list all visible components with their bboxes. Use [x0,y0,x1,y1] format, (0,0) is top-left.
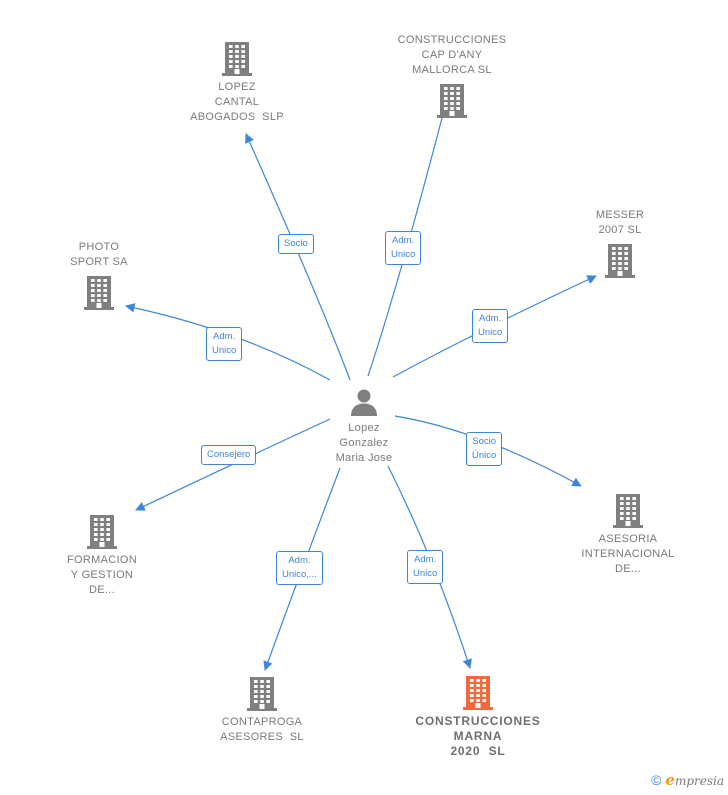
person-name: Lopez Gonzalez Maria Jose [335,422,393,464]
building-icon [463,676,493,710]
building-icon [84,276,114,310]
relation-label-messer: Adm.Unico [472,309,509,343]
relation-label-construcciones-cap-dany: Adm.Unico [385,231,422,265]
building-icon [222,42,252,76]
relation-label-formacion-gestion: Consejero [201,445,257,465]
building-icon [247,677,277,711]
footer-brand: © empresia [651,771,724,789]
relation-label-photo-sport: Adm.Unico [206,327,243,361]
relation-label-lopez-cantal: Socio [278,234,314,254]
copyright-icon: © [651,772,662,788]
edge-formacion-gestion [135,418,331,511]
building-icon [605,244,635,278]
relation-label-construcciones-marna: Adm.Unico [407,550,444,584]
edge-lopez-cantal [245,133,351,381]
person-node[interactable]: Lopez Gonzalez Maria Jose [312,386,416,466]
building-icon [613,494,643,528]
building-icon [437,84,467,118]
relation-label-contaproga: Adm.Unico,... [276,551,323,585]
brand-logo: empresia [665,771,724,789]
person-icon [348,386,380,418]
building-icon [87,515,117,549]
